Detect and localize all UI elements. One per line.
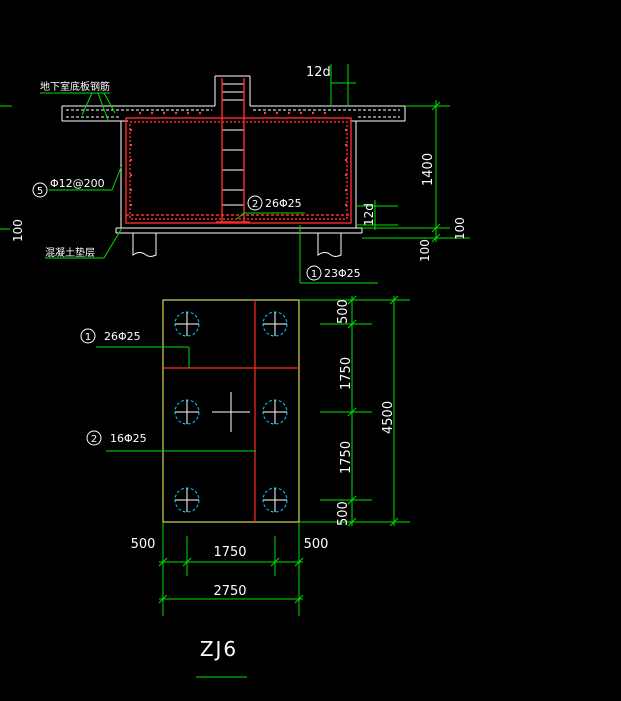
section-dims bbox=[0, 64, 470, 284]
plan-bubbles bbox=[80, 328, 102, 446]
dim-100-left: 100 bbox=[11, 219, 25, 242]
plan-bar2-label: 16Φ25 bbox=[110, 432, 147, 445]
cap-rebar bbox=[125, 78, 352, 224]
dim-v-1750-a: 1750 bbox=[339, 357, 354, 390]
dim-v-1750-b: 1750 bbox=[339, 441, 354, 474]
section-view: 5 2 1 地下室底板钢筋 Φ12@200 混凝土垫层 26Φ25 23Φ25 … bbox=[0, 64, 470, 284]
dim-h-total: 2750 bbox=[213, 584, 246, 599]
slab-rebar bbox=[66, 109, 400, 118]
slab-rebar-label: 地下室底板钢筋 bbox=[40, 80, 110, 93]
dim-12d-top: 12d bbox=[306, 65, 331, 80]
stirrup-bubble-num: 5 bbox=[37, 186, 43, 197]
bar2-label: 26Φ25 bbox=[265, 197, 302, 210]
plan-bar1-bubble-num: 1 bbox=[85, 332, 91, 343]
slab-outline bbox=[61, 75, 406, 257]
column-center-mark bbox=[212, 392, 250, 432]
dim-v-500-top: 500 bbox=[336, 299, 351, 324]
slab-rebar-dots bbox=[138, 111, 327, 115]
bar1-bubble-num: 1 bbox=[311, 269, 317, 280]
dim-h-1750: 1750 bbox=[213, 545, 246, 560]
stirrup-label: Φ12@200 bbox=[50, 177, 105, 190]
plan-bar2-bubble-num: 2 bbox=[91, 434, 97, 445]
section-bubbles bbox=[32, 182, 322, 281]
dim-v-total: 4500 bbox=[381, 401, 396, 434]
bar1-bubble bbox=[306, 265, 322, 281]
plan-bar1-label: 26Φ25 bbox=[104, 330, 141, 343]
plan-view: 1 2 26Φ25 16Φ25 500 1750 1750 bbox=[80, 295, 410, 616]
pile-crosses bbox=[175, 312, 287, 512]
dim-h-500-left: 500 bbox=[131, 537, 156, 552]
bar1-label: 23Φ25 bbox=[324, 267, 361, 280]
column-ties bbox=[222, 83, 244, 206]
plan-hdims bbox=[158, 522, 304, 616]
cap-side-dots bbox=[129, 128, 348, 207]
bar2-bubble-num: 2 bbox=[252, 199, 258, 210]
plan-leaders bbox=[96, 346, 256, 452]
cap-outline bbox=[162, 299, 300, 523]
plan-rebar bbox=[163, 300, 299, 522]
cushion-label: 混凝土垫层 bbox=[45, 246, 95, 259]
dim-v-500-bottom: 500 bbox=[336, 501, 351, 526]
stirrup-bubble bbox=[32, 182, 48, 198]
bar2-bubble bbox=[247, 195, 263, 211]
drawing-title: ZJ6 bbox=[200, 637, 238, 661]
dim-100-right-a: 100 bbox=[418, 239, 432, 262]
dim-1400: 1400 bbox=[421, 153, 436, 186]
dim-100-right-b: 100 bbox=[453, 217, 467, 240]
dim-h-500-right: 500 bbox=[304, 537, 329, 552]
plan-vdims bbox=[299, 295, 410, 527]
dim-12d-side: 12d bbox=[362, 203, 376, 226]
